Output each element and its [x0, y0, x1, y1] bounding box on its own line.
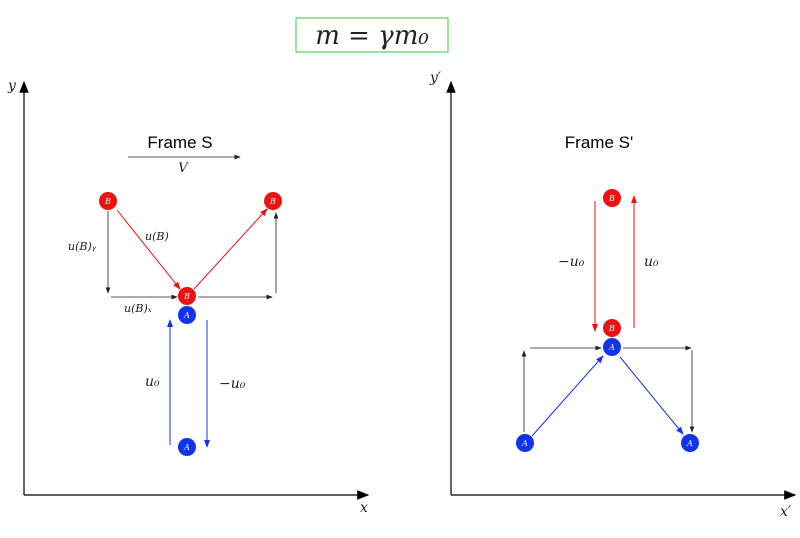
uBy-label: u(B)ᵧ: [68, 240, 97, 253]
svg-text:A: A: [686, 439, 693, 448]
particle-a: A: [603, 338, 621, 356]
svg-text:A: A: [608, 343, 615, 352]
particle-b: B: [178, 287, 196, 305]
particle-b: B: [264, 192, 282, 210]
u0-label: u₀: [145, 374, 160, 390]
x-axis-label: x: [360, 500, 368, 516]
svg-text:B: B: [183, 292, 190, 301]
svg-text:B: B: [608, 324, 615, 333]
uB-out-arrow: [193, 208, 268, 290]
frame-s: y x Frame S V u(B)ᵧ u(B) u(B)ₓ u₀ −u₀ B …: [7, 78, 370, 516]
particle-a: A: [516, 434, 534, 452]
uB-label: u(B): [145, 230, 169, 243]
y-axis-label: y: [7, 78, 17, 94]
particle-b: B: [99, 192, 117, 210]
uB-in-arrow: [116, 209, 181, 290]
svg-text:B: B: [104, 197, 111, 206]
frame-s-prime-title: Frame S': [565, 133, 633, 152]
neg-u0-label: −u₀: [558, 254, 585, 270]
svg-text:B: B: [269, 197, 276, 206]
frame-s-title: Frame S: [147, 133, 212, 152]
velocity-label: V: [178, 161, 189, 176]
particle-b: B: [603, 319, 621, 337]
uA-in-arrow: [531, 355, 604, 437]
svg-text:A: A: [521, 439, 528, 448]
particle-a: A: [178, 438, 196, 456]
particle-a: A: [178, 306, 196, 324]
x-prime-axis-label: x′: [780, 504, 792, 520]
y-prime-axis-label: y′: [429, 70, 442, 86]
particle-a: A: [681, 434, 699, 452]
uA-out-arrow: [619, 356, 684, 435]
particle-b: B: [603, 189, 621, 207]
uBx-label: u(B)ₓ: [124, 302, 152, 315]
svg-text:B: B: [608, 194, 615, 203]
formula: m = γm₀: [315, 21, 429, 51]
svg-text:A: A: [183, 311, 190, 320]
formula-box: [295, 17, 449, 53]
neg-u0-label: −u₀: [219, 376, 246, 392]
svg-text:A: A: [183, 443, 190, 452]
u0-label: u₀: [644, 254, 659, 270]
frame-s-prime: y′ x′ Frame S' −u₀ u₀ B B A A A: [429, 70, 797, 520]
